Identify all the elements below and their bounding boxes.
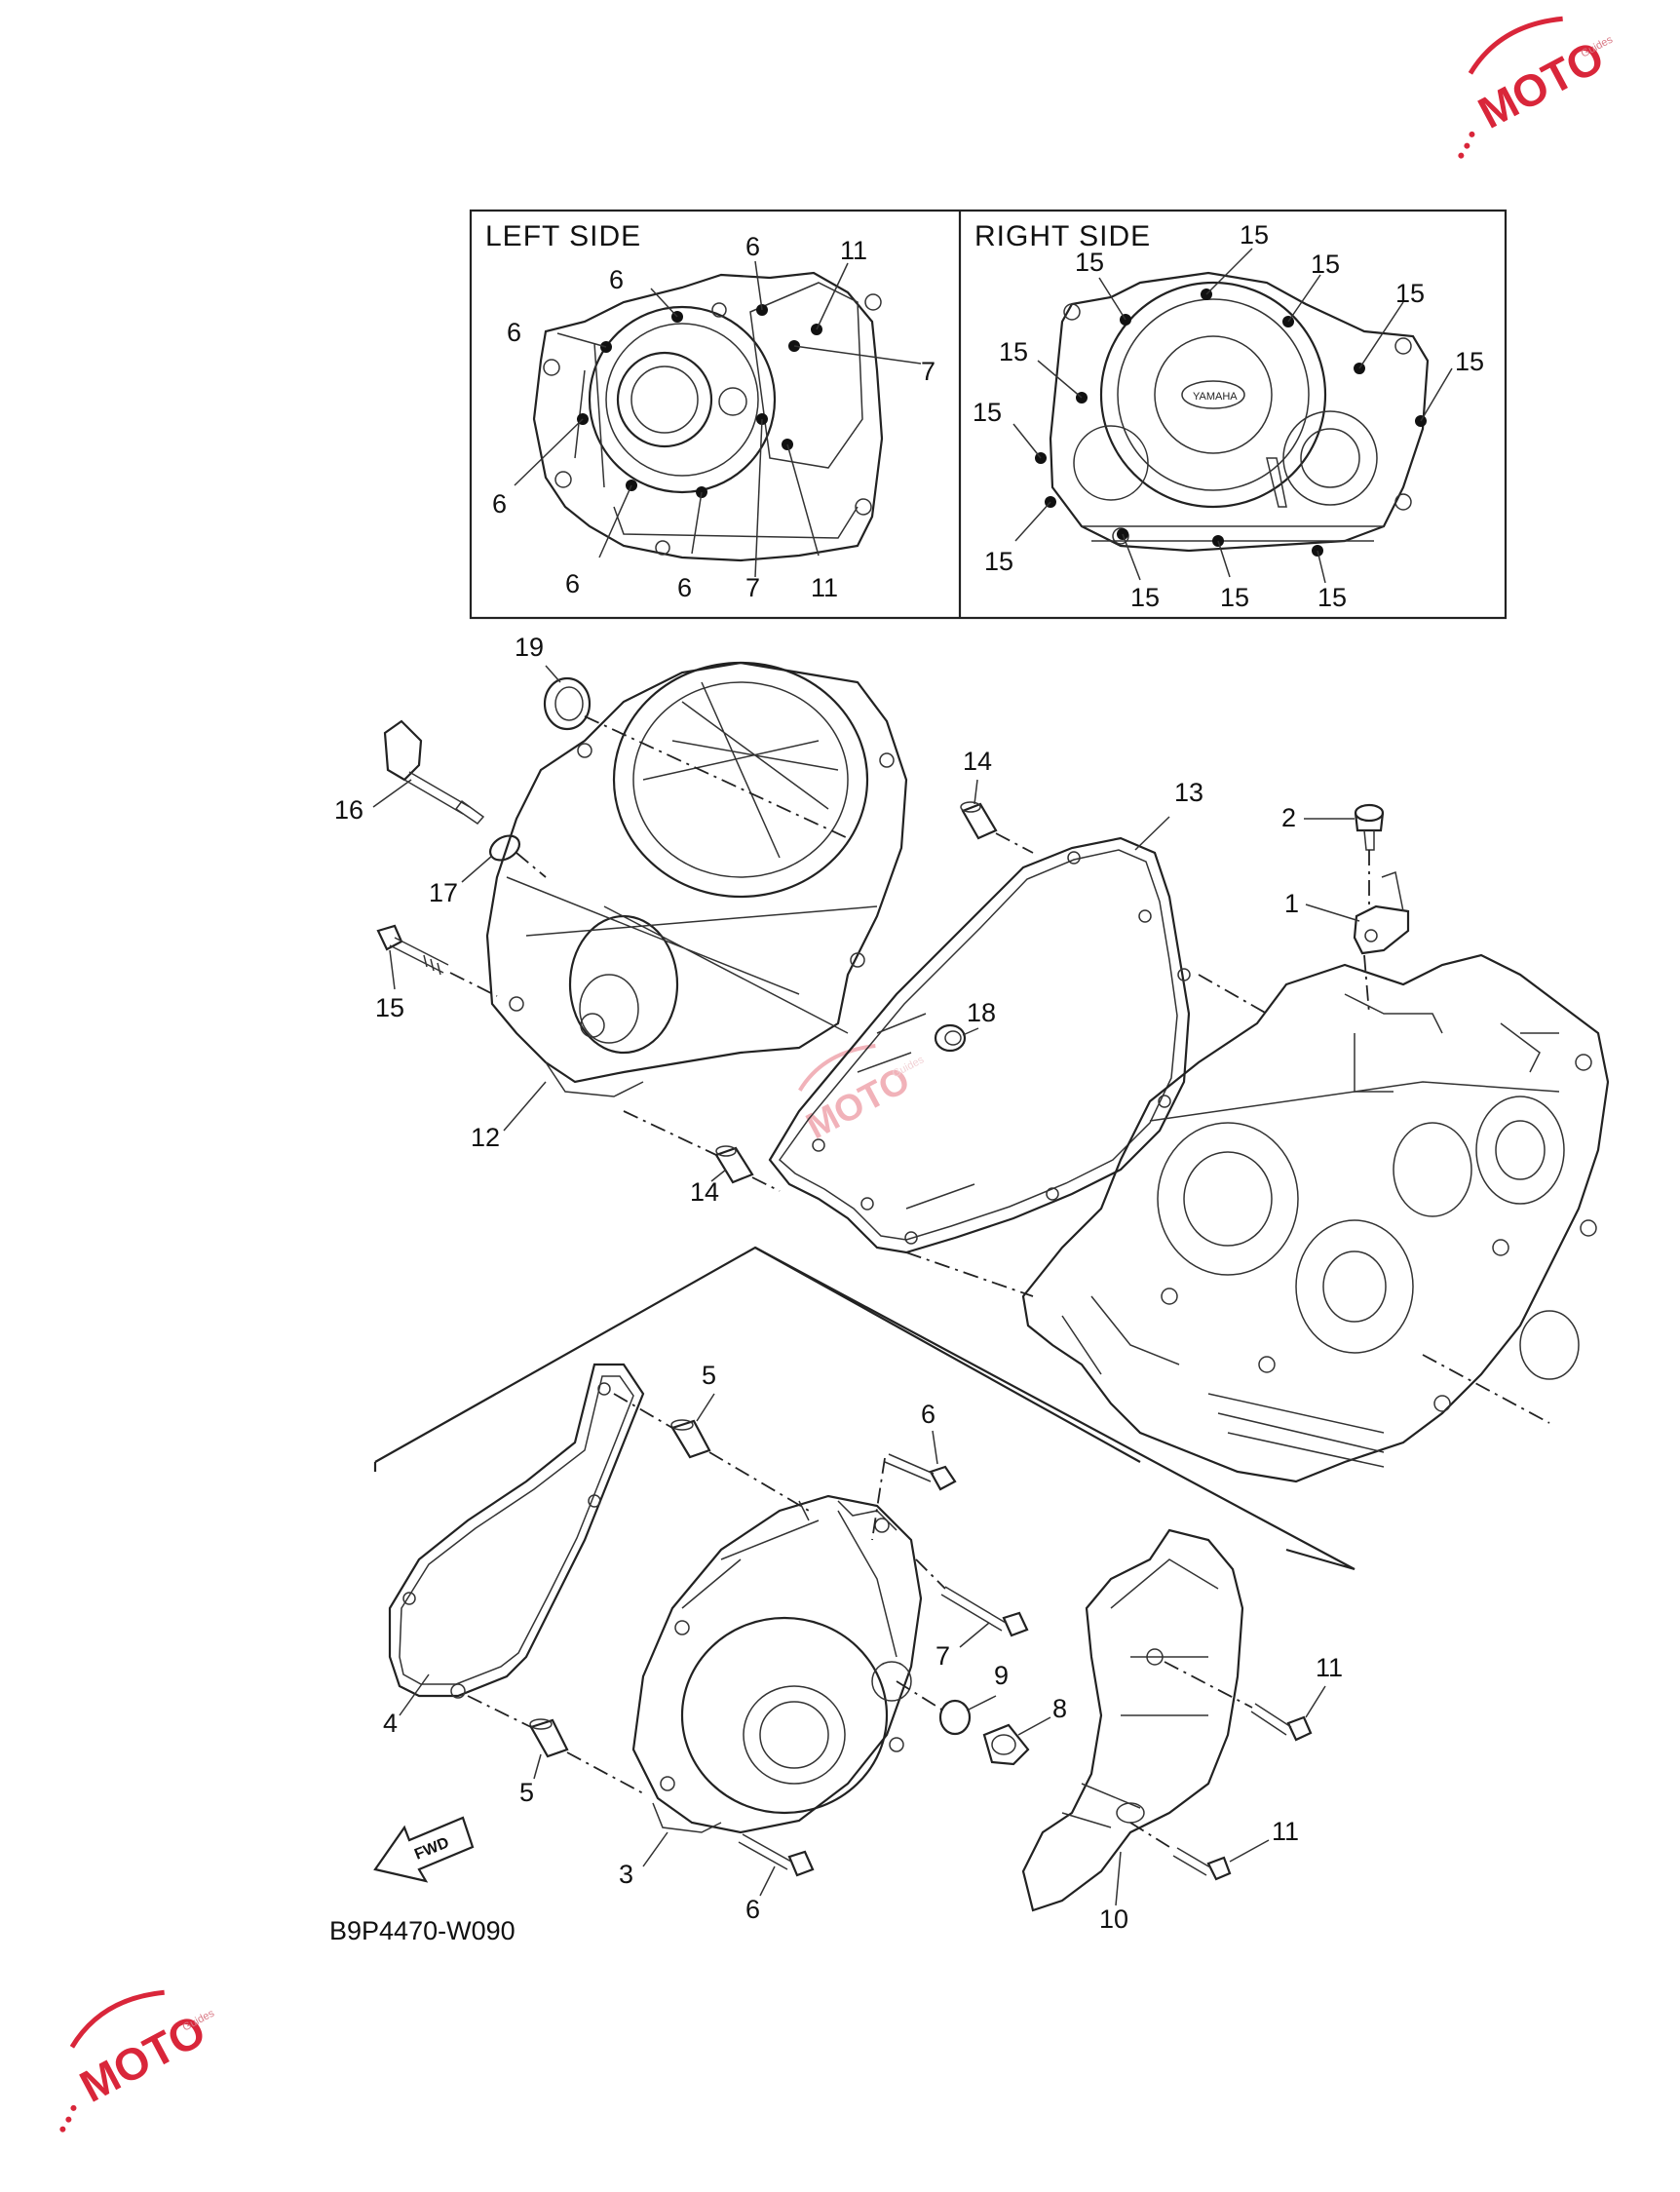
callout-8: 8 (1052, 1694, 1067, 1723)
bolt-part-7 (915, 1558, 1029, 1637)
callout-15: 15 (375, 993, 404, 1022)
right-side-cover-illustration: YAMAHA (1012, 248, 1453, 584)
left-callout-6-upper-left: 6 (507, 318, 521, 347)
bolt-part-6-upper (871, 1453, 957, 1541)
callout-3: 3 (619, 1860, 633, 1889)
right-callout-15-i: 15 (1130, 583, 1160, 612)
right-side-title: RIGHT SIDE (974, 220, 1151, 252)
callout-19: 19 (515, 633, 544, 662)
oil-level-gauge-part-16 (383, 719, 485, 825)
callout-5-upper: 5 (702, 1361, 716, 1390)
callout-12: 12 (471, 1123, 500, 1152)
right-callout-15-b: 15 (1240, 220, 1269, 250)
oil-seal-part-19 (543, 676, 849, 839)
watermark-top-right: MOTO Guides (1458, 16, 1615, 159)
plug-part-8 (982, 1723, 1030, 1766)
callout-18: 18 (967, 998, 996, 1027)
right-cover-logo: YAMAHA (1193, 391, 1238, 403)
callout-5-lower: 5 (519, 1778, 534, 1807)
left-side-cover-illustration (514, 260, 922, 578)
left-side-title: LEFT SIDE (485, 220, 641, 252)
right-callout-15-j: 15 (1220, 583, 1249, 612)
callout-17: 17 (429, 878, 458, 907)
callout-11-upper: 11 (1316, 1653, 1343, 1682)
left-callout-6-top: 6 (609, 265, 624, 294)
left-callout-6-left: 6 (492, 489, 507, 519)
gasket-part-4 (388, 1363, 645, 1699)
dowel-pin-part-5-upper (613, 1393, 810, 1512)
right-callout-15-h: 15 (984, 547, 1013, 576)
left-callout-7-right: 7 (921, 357, 935, 386)
sensor-part-1 (1353, 871, 1410, 1015)
callout-14-upper: 14 (963, 747, 992, 776)
right-callout-15-g: 15 (973, 398, 1002, 427)
callout-1: 1 (1284, 889, 1299, 918)
fwd-arrow-icon: FWD (373, 1816, 475, 1883)
lower-reference-plane (373, 1246, 1355, 1571)
inset-panels: LEFT SIDE RIGHT SIDE (469, 209, 1508, 620)
right-callout-15-c: 15 (1311, 250, 1340, 279)
dowel-pin-part-5-lower (467, 1695, 644, 1794)
left-callout-7-bottom: 7 (745, 573, 760, 602)
bolt-part-2 (1354, 803, 1385, 906)
callout-11-lower: 11 (1272, 1817, 1299, 1846)
gasket-part-13 (768, 836, 1191, 1254)
left-callout-11-bottom: 11 (811, 573, 838, 602)
o-ring-part-17 (488, 834, 547, 878)
watermark-center: MOTO Guides (798, 1044, 927, 1147)
right-callout-15-d: 15 (1395, 279, 1425, 308)
bolt-part-15 (376, 924, 498, 997)
watermark-bottom-left: MOTO Guides (59, 1989, 216, 2133)
sprocket-cover-part-10 (1021, 1528, 1244, 1912)
left-crankcase-cover-part-3 (631, 1494, 923, 1834)
right-callout-15-a: 15 (1075, 248, 1104, 277)
callout-9: 9 (994, 1661, 1009, 1690)
callout-16: 16 (334, 795, 363, 825)
callout-14-lower: 14 (690, 1177, 719, 1207)
right-callout-15-e: 15 (1455, 347, 1484, 376)
left-callout-11-top: 11 (840, 236, 867, 265)
dowel-pin-part-14-lower (623, 1110, 781, 1192)
left-callout-6-bottom-left: 6 (565, 569, 580, 598)
crankcase-assembly (905, 953, 1610, 1483)
callout-13: 13 (1174, 778, 1203, 807)
inset-frame (469, 209, 1508, 620)
right-callout-15-k: 15 (1317, 583, 1347, 612)
right-callout-15-f: 15 (999, 337, 1028, 366)
callout-6-upper: 6 (921, 1400, 935, 1429)
bolt-part-6-lower (738, 1833, 815, 1877)
callout-4: 4 (383, 1709, 398, 1738)
left-callout-6-upper-right: 6 (745, 232, 760, 261)
callout-2: 2 (1281, 803, 1296, 832)
plug-part-18 (934, 1023, 967, 1053)
o-ring-part-9 (896, 1680, 972, 1736)
callout-6-lower: 6 (745, 1895, 760, 1924)
bolt-part-11-lower (1129, 1822, 1232, 1881)
left-callout-6-bottom: 6 (677, 573, 692, 602)
dowel-pin-part-14-upper (960, 801, 1034, 854)
callout-10: 10 (1099, 1904, 1128, 1934)
bolt-part-11-upper (1164, 1661, 1313, 1742)
part-code-label: B9P4470-W090 (329, 1916, 515, 1945)
callout-7: 7 (935, 1641, 950, 1671)
right-crankcase-cover-part-12 (485, 661, 908, 1097)
